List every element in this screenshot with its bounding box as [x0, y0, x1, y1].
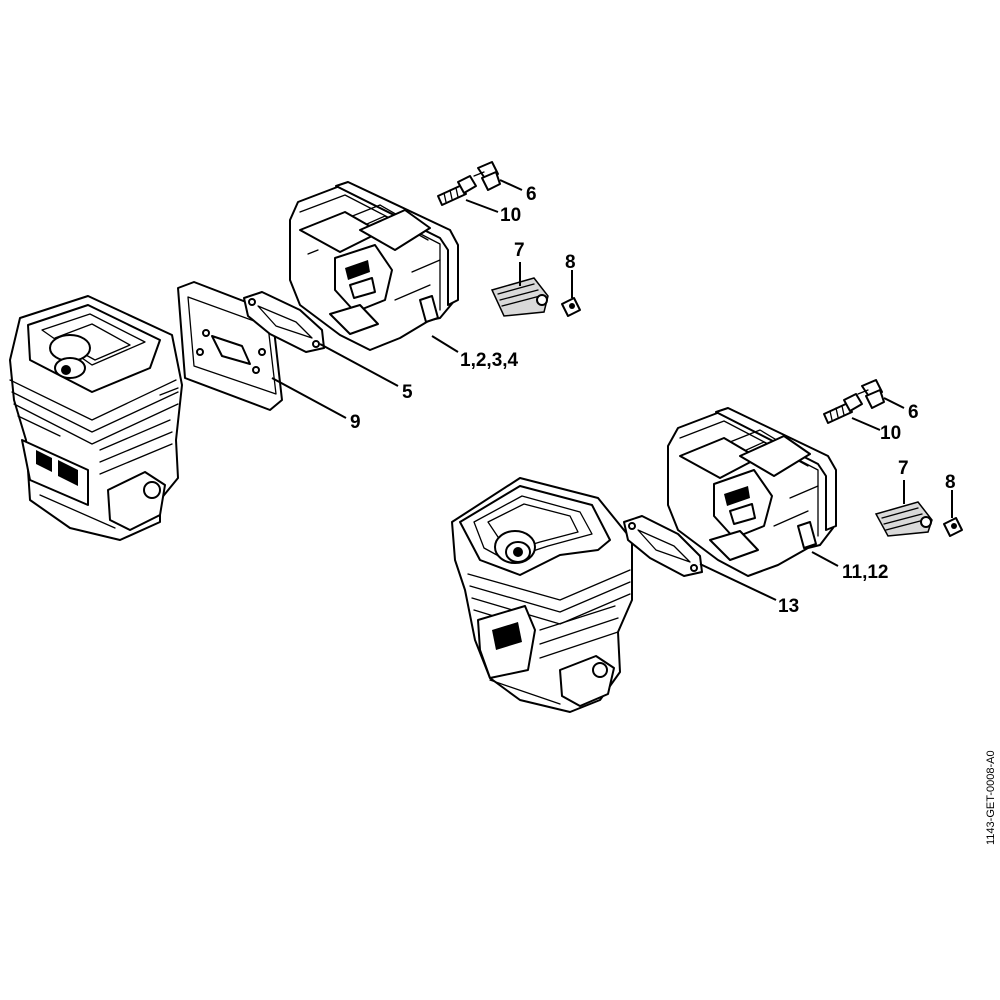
- leaders-bottom: [699, 397, 953, 601]
- leaders-top: [271, 179, 573, 419]
- callout-10-top: 10: [500, 205, 521, 226]
- plate-7-bottom: [874, 501, 933, 537]
- callout-9-top: 9: [350, 412, 361, 433]
- callout-8-bottom: 8: [945, 472, 956, 493]
- callout-10-bottom: 10: [880, 423, 901, 444]
- callout-6-bottom: 6: [908, 402, 919, 423]
- callout-13-bottom: 13: [778, 596, 799, 617]
- muffler-bottom: [667, 407, 837, 577]
- callout-muffler-bottom: 11,12: [842, 562, 889, 583]
- screw-6-bottom: [857, 379, 885, 409]
- callout-6-top: 6: [526, 184, 537, 205]
- muffler-top: [289, 181, 459, 351]
- callout-7-top: 7: [514, 240, 525, 261]
- callout-8-top: 8: [565, 252, 576, 273]
- screw-6-top: [473, 161, 501, 191]
- screw-10-bottom: [823, 393, 863, 424]
- callout-muffler-top: 1,2,3,4: [460, 350, 519, 371]
- callout-5-top: 5: [402, 382, 413, 403]
- engine-bottom: [451, 477, 633, 713]
- callout-7-bottom: 7: [898, 458, 909, 479]
- gasket-13-bottom: [623, 515, 703, 577]
- screw-8-top: [561, 297, 581, 317]
- engine-top: [9, 295, 183, 541]
- gasket-5-top: [243, 291, 325, 353]
- plate-7-top: [490, 277, 549, 317]
- screw-10-top: [437, 175, 477, 206]
- screw-8-bottom: [943, 517, 963, 537]
- document-id: 1143-GET-0008-A0: [985, 750, 997, 845]
